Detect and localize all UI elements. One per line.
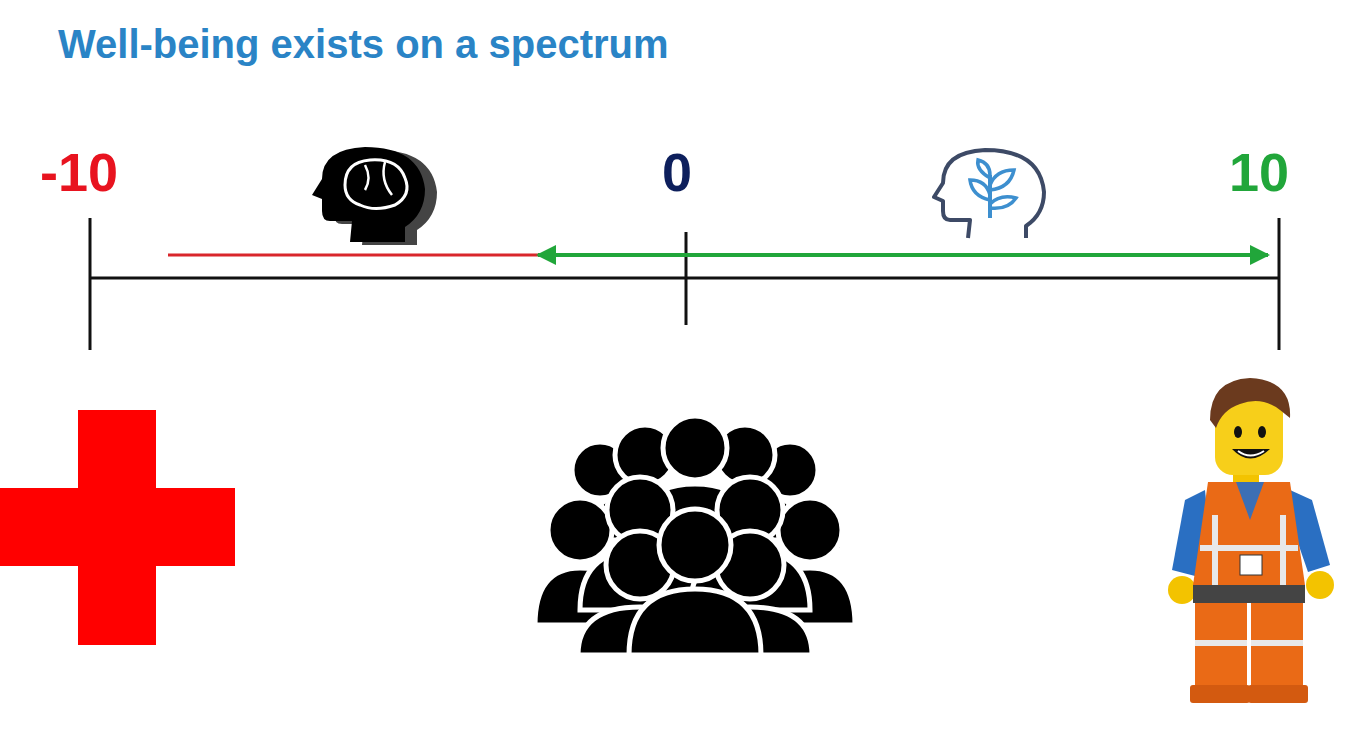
scale-number: -10 [40,145,118,199]
diagram-title: Well-being exists on a spectrum [58,24,669,64]
scale-number: 0 [662,145,692,199]
red-cross-symbol [0,410,235,645]
brain-head-icon [312,147,437,245]
green-range-arrow [538,253,1268,257]
people-group-icon [535,416,855,655]
growth-head-icon [934,150,1044,238]
red-range-line [168,254,545,257]
scale-number: 10 [1229,145,1289,199]
tick-right [1278,218,1281,350]
lego-figure [1168,378,1334,703]
tick-left [89,218,92,350]
tick-center [685,232,688,325]
